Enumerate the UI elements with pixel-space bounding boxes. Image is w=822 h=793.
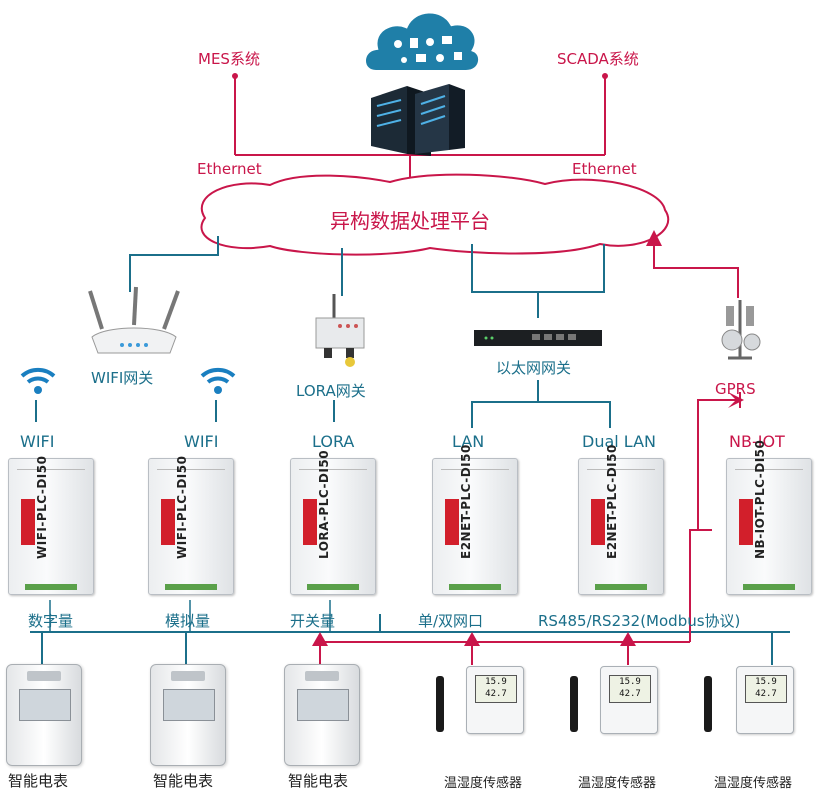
platform-cloud-shape bbox=[200, 173, 670, 256]
plc-device: LORA-PLC-DI50 bbox=[290, 450, 376, 595]
sensor-probe-icon bbox=[704, 676, 712, 732]
device-model: E2NET-PLC-DI50 bbox=[605, 444, 619, 559]
meter-label: 智能电表 bbox=[153, 772, 214, 790]
link-label: WIFI bbox=[20, 432, 55, 451]
gprs-label: GPRS bbox=[715, 380, 756, 398]
wifi-icon bbox=[20, 367, 56, 394]
lora-gateway-icon bbox=[315, 294, 365, 367]
sensor-label: 温湿度传感器 bbox=[714, 776, 793, 791]
smart-meter-icon bbox=[6, 664, 82, 766]
sensor-label: 温湿度传感器 bbox=[578, 776, 657, 791]
link-label: NB-IOT bbox=[729, 432, 785, 451]
wifi-router-icon bbox=[88, 286, 180, 354]
device-model: E2NET-PLC-DI50 bbox=[459, 444, 473, 559]
link-label: Dual LAN bbox=[582, 432, 656, 451]
bus-label-analog: 模拟量 bbox=[165, 612, 211, 630]
sensor-probe-icon bbox=[570, 676, 578, 732]
plc-device: WIFI-PLC-DI50 bbox=[8, 455, 94, 595]
wifi-gateway-label: WIFI网关 bbox=[91, 369, 154, 387]
cloud-icon bbox=[362, 9, 483, 74]
gprs-tower-icon bbox=[721, 300, 761, 360]
ethernet-gateway-label: 以太网网关 bbox=[496, 359, 572, 377]
sensor-probe-icon bbox=[436, 676, 444, 732]
device-model: LORA-PLC-DI50 bbox=[317, 449, 331, 559]
smart-meter-icon bbox=[284, 664, 360, 766]
device-model: WIFI-PLC-DI50 bbox=[35, 455, 49, 559]
sensor-label: 温湿度传感器 bbox=[444, 776, 523, 791]
ethernet-gateway-icon bbox=[474, 330, 602, 346]
link-label: WIFI bbox=[184, 432, 219, 451]
scada-label: SCADA系统 bbox=[557, 50, 639, 68]
meter-label: 智能电表 bbox=[8, 772, 69, 790]
wifi-icon bbox=[200, 367, 236, 394]
ethernet-right-label: Ethernet bbox=[572, 160, 637, 178]
device-model: WIFI-PLC-DI50 bbox=[175, 455, 189, 559]
plc-device: NB-IOT-PLC-DI50 bbox=[726, 440, 812, 595]
smart-meter-icon bbox=[150, 664, 226, 766]
lora-gateway-label: LORA网关 bbox=[296, 382, 366, 400]
plc-device: E2NET-PLC-DI50 bbox=[432, 444, 518, 595]
plc-device: E2NET-PLC-DI50 bbox=[578, 444, 664, 595]
bus-label-digital: 数字量 bbox=[28, 612, 74, 630]
ethernet-left-label: Ethernet bbox=[197, 160, 262, 178]
device-model: NB-IOT-PLC-DI50 bbox=[753, 439, 767, 559]
platform-label: 异构数据处理平台 bbox=[330, 209, 490, 233]
link-label: LAN bbox=[452, 432, 485, 451]
meter-label: 智能电表 bbox=[288, 772, 349, 790]
bus-label-rs: RS485/RS232(Modbus协议) bbox=[538, 612, 741, 630]
plc-device: WIFI-PLC-DI50 bbox=[148, 455, 234, 595]
mes-label: MES系统 bbox=[198, 50, 260, 68]
link-label: LORA bbox=[312, 432, 355, 451]
bus-label-port: 单/双网口 bbox=[418, 612, 484, 630]
bus-label-switch: 开关量 bbox=[290, 612, 336, 630]
server-icon bbox=[371, 84, 465, 156]
